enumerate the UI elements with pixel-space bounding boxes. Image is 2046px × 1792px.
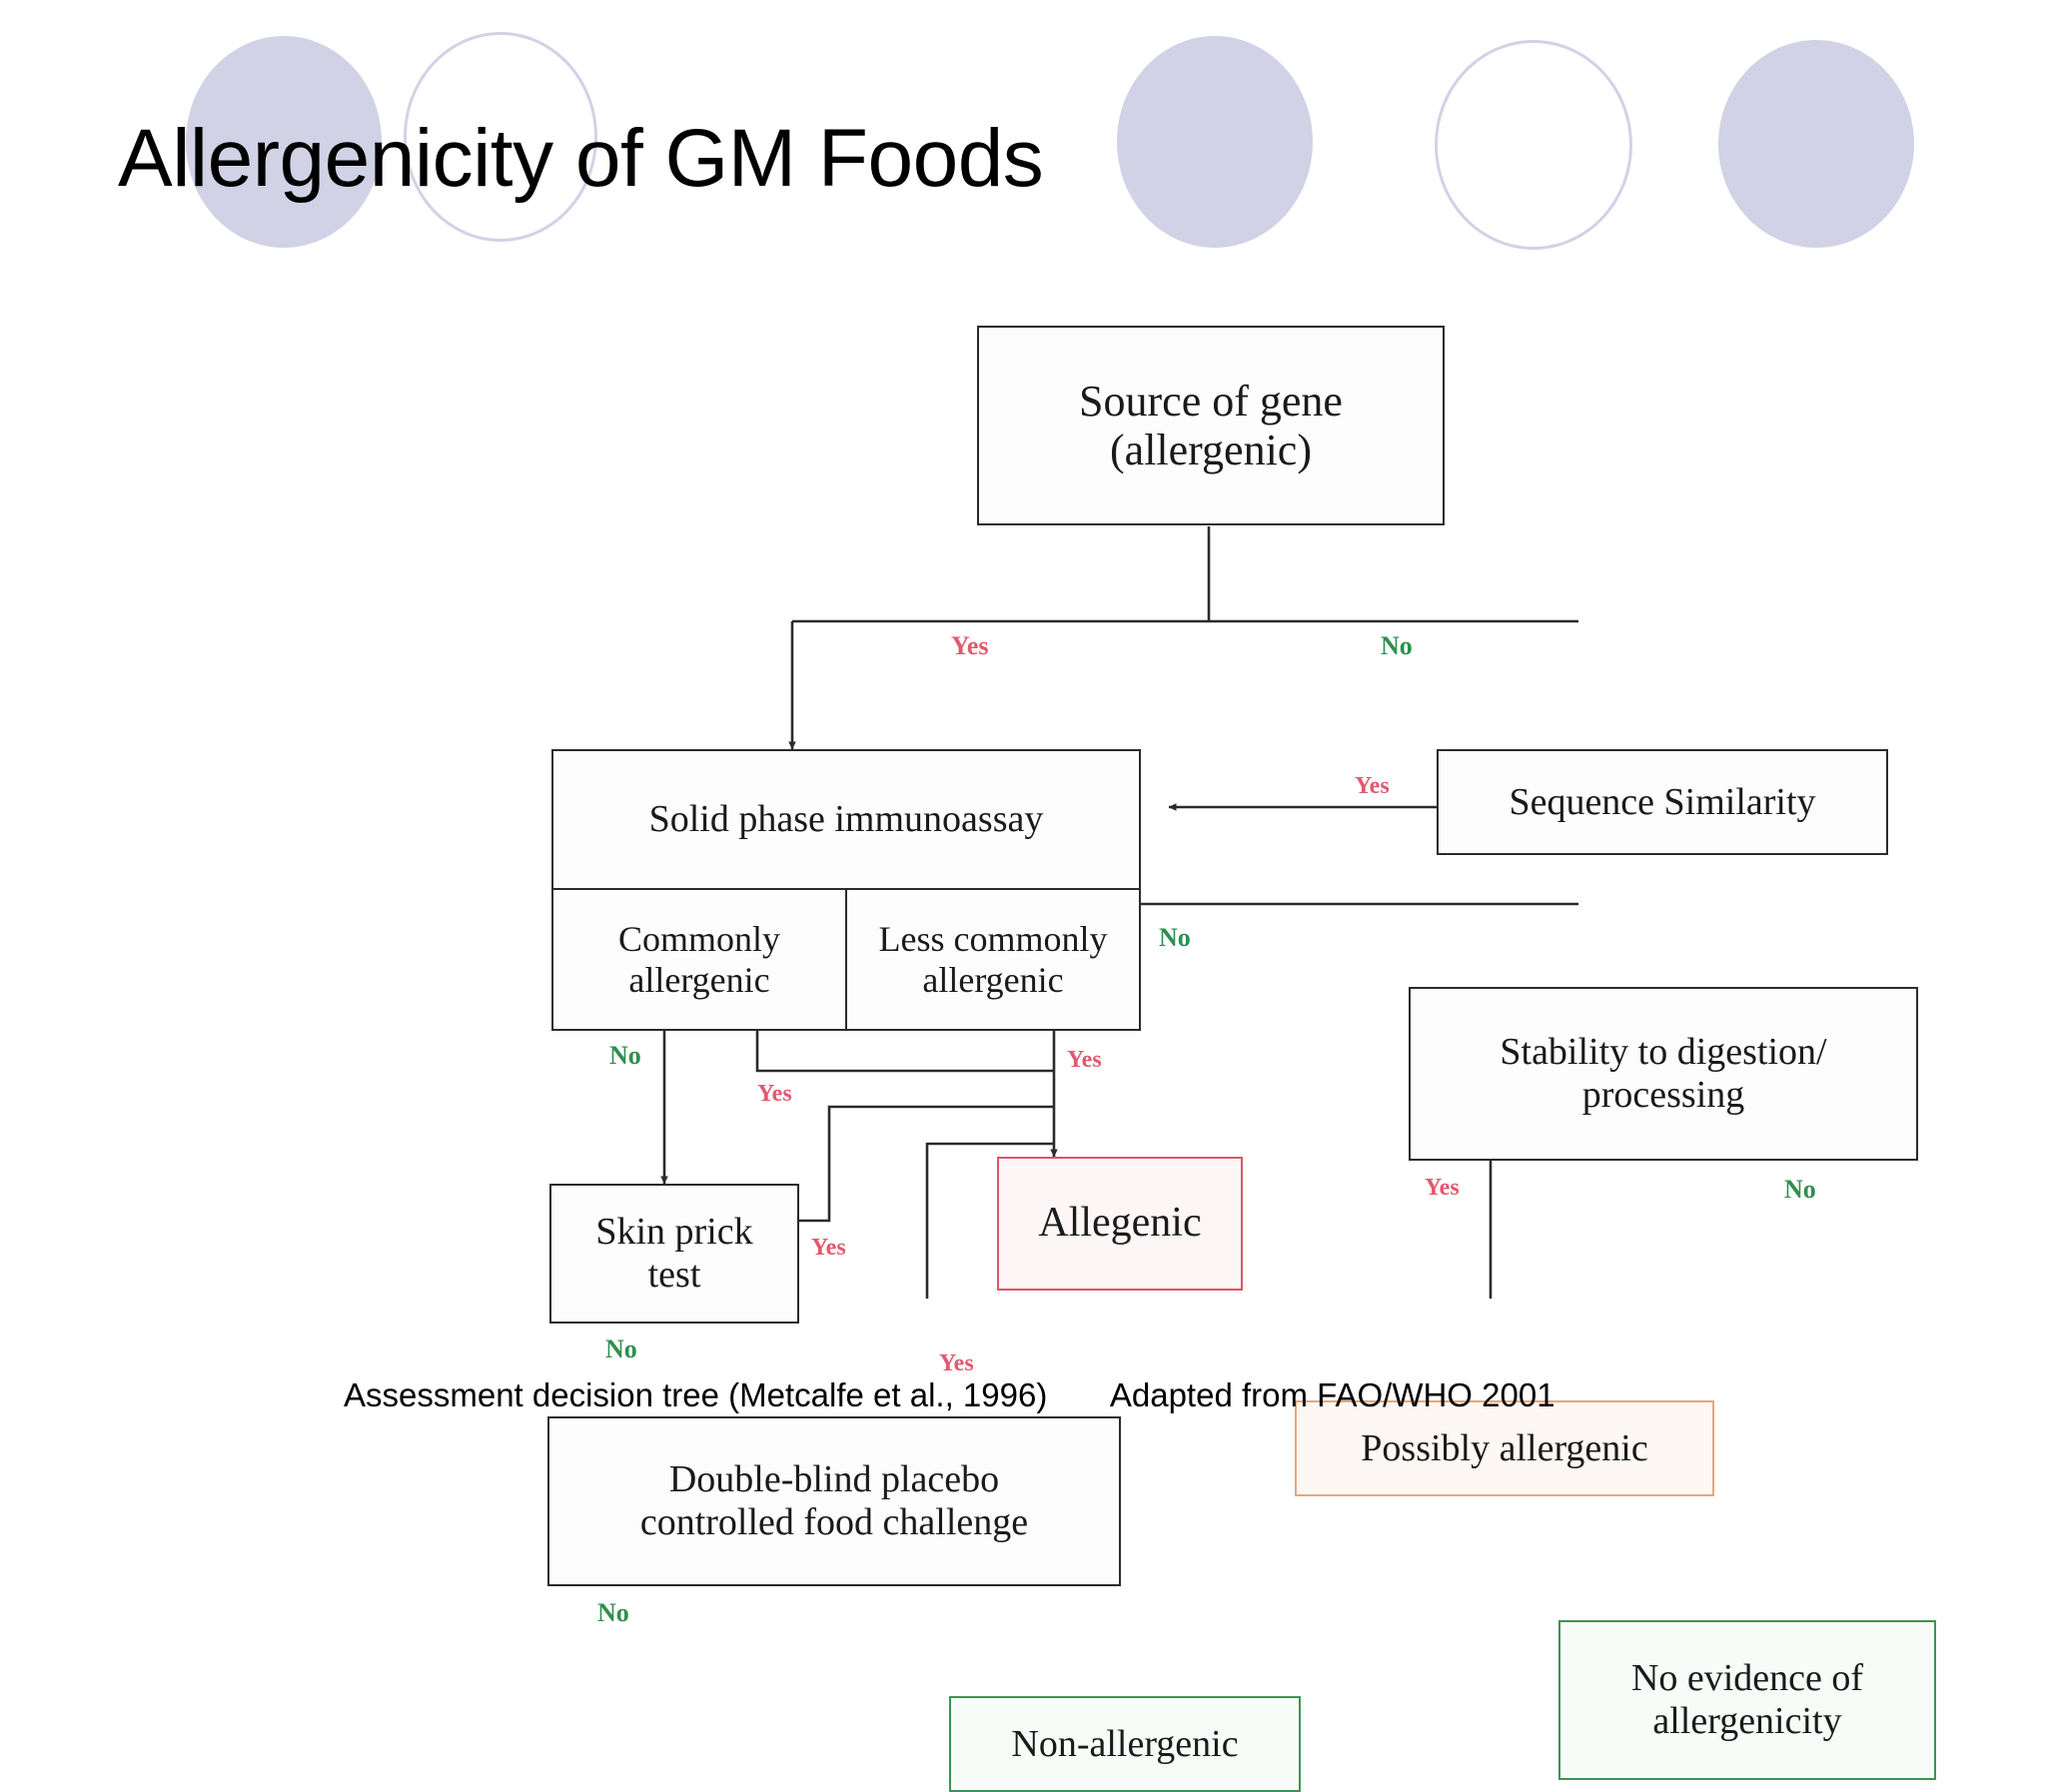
node-source-line2: (allergenic): [1110, 426, 1312, 474]
node-less-commonly-allergenic[interactable]: Less commonly allergenic: [847, 890, 1139, 1029]
node-possibly-allergenic[interactable]: Possibly allergenic: [1295, 1400, 1714, 1496]
node-source-of-gene[interactable]: Source of gene (allergenic): [977, 326, 1445, 525]
node-double-blind-food-challenge[interactable]: Double-blind placebo controlled food cha…: [547, 1416, 1121, 1586]
dbpcfc-line1: Double-blind placebo: [668, 1458, 1000, 1501]
edge-label-dbpcfc-yes: Yes: [939, 1350, 974, 1376]
deco-circle-filled-3: [1718, 40, 1914, 248]
node-sequence-similarity[interactable]: Sequence Similarity: [1437, 749, 1888, 855]
edge-label-less-commonly-no: No: [1159, 923, 1191, 952]
node-stability-to-digestion[interactable]: Stability to digestion/ processing: [1409, 987, 1918, 1161]
page-title: Allergenicity of GM Foods: [118, 113, 1044, 204]
node-immunoassay-subcells: Commonly allergenic Less commonly allerg…: [553, 890, 1139, 1029]
node-no-evidence-of-allergenicity[interactable]: No evidence of allergenicity: [1558, 1620, 1936, 1780]
node-sequence-label: Sequence Similarity: [1509, 780, 1816, 823]
decision-tree-diagram: Source of gene (allergenic) Solid phase …: [519, 300, 1936, 1792]
diagram-connectors: [660, 526, 1578, 1299]
edge-label-sequence-yes: Yes: [1355, 773, 1390, 799]
node-solid-phase-immunoassay[interactable]: Solid phase immunoassay Commonly allerge…: [551, 749, 1141, 1031]
figure-caption: Assessment decision tree (Metcalfe et al…: [344, 1376, 1555, 1414]
deco-circle-outline-2: [1435, 40, 1632, 250]
allegenic-label: Allegenic: [1038, 1200, 1202, 1247]
commonly-line2: allergenic: [628, 959, 770, 1000]
edge-label-skin-prick-yes: Yes: [811, 1235, 846, 1261]
less-commonly-line2: allergenic: [922, 959, 1064, 1000]
possibly-allergenic-label: Possibly allergenic: [1361, 1426, 1648, 1469]
node-immunoassay-label: Solid phase immunoassay: [648, 798, 1044, 841]
less-commonly-line1: Less commonly: [878, 919, 1108, 960]
stability-line1: Stability to digestion/: [1500, 1031, 1827, 1074]
dbpcfc-line2: controlled food challenge: [639, 1501, 1029, 1543]
node-source-line1: Source of gene: [1079, 376, 1343, 426]
commonly-line1: Commonly: [617, 919, 781, 960]
deco-circle-filled-2: [1117, 36, 1313, 248]
caption-source: Assessment decision tree (Metcalfe et al…: [344, 1376, 1048, 1413]
stability-line2: processing: [1581, 1074, 1745, 1116]
edge-label-commonly-yes: Yes: [757, 1081, 792, 1107]
edge-label-commonly-no: No: [609, 1041, 641, 1070]
edge-label-dbpcfc-no: No: [597, 1598, 629, 1627]
skin-prick-line2: test: [647, 1254, 701, 1296]
no-evidence-line1: No evidence of: [1630, 1657, 1864, 1700]
edge-label-skin-prick-no: No: [605, 1335, 637, 1363]
node-skin-prick-test[interactable]: Skin prick test: [549, 1184, 799, 1324]
no-evidence-line2: allergenicity: [1652, 1700, 1842, 1742]
edge-label-less-commonly-yes: Yes: [1067, 1047, 1102, 1073]
skin-prick-line1: Skin prick: [595, 1211, 753, 1254]
node-non-allergenic[interactable]: Non-allergenic: [949, 1696, 1301, 1792]
node-commonly-allergenic[interactable]: Commonly allergenic: [553, 890, 847, 1029]
edge-label-source-yes: Yes: [951, 631, 989, 660]
edge-label-stability-yes: Yes: [1425, 1175, 1460, 1201]
edge-label-source-no: No: [1381, 631, 1413, 660]
node-immunoassay-header: Solid phase immunoassay: [553, 751, 1139, 890]
edge-label-stability-no: No: [1784, 1175, 1816, 1204]
non-allergenic-label: Non-allergenic: [1011, 1722, 1239, 1765]
node-allegenic[interactable]: Allegenic: [997, 1157, 1243, 1291]
caption-adapted: Adapted from FAO/WHO 2001: [1109, 1376, 1555, 1413]
